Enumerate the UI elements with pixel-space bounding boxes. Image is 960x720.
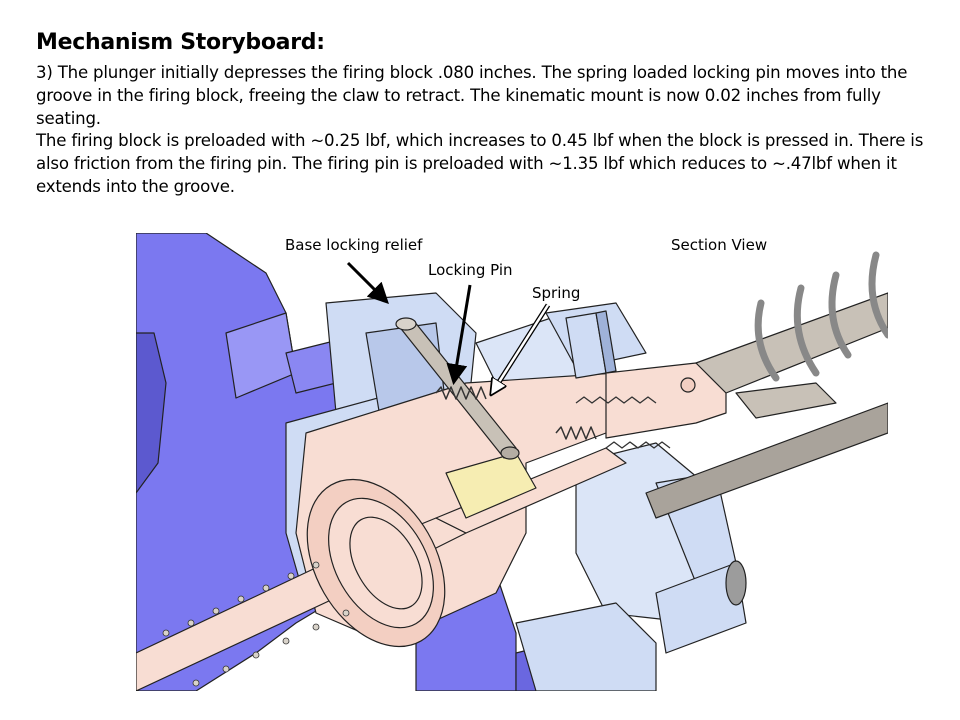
inner-cavity <box>306 478 446 648</box>
label-base-locking-relief: Base locking relief <box>285 236 423 254</box>
thread <box>575 396 657 404</box>
label-section-view: Section View <box>671 236 768 254</box>
small-spring <box>435 386 597 440</box>
label-spring: Spring <box>532 284 581 302</box>
spring-arrow <box>492 304 550 393</box>
description-text: 3) The plunger initially depresses the f… <box>36 62 936 199</box>
locking-pin-arrow <box>446 284 472 386</box>
gray-rod <box>645 292 888 519</box>
right-spring <box>754 251 888 382</box>
base-relief-arrow <box>346 261 389 304</box>
locking-pin <box>395 317 520 460</box>
label-locking-pin: Locking Pin <box>428 261 513 279</box>
top-bracket <box>565 310 617 379</box>
plunger <box>445 452 537 519</box>
paragraph-2: The firing block is preloaded with ~0.25… <box>36 131 924 196</box>
mechanism-section-illustration <box>136 233 888 691</box>
paragraph-1: 3) The plunger initially depresses the f… <box>36 63 908 128</box>
support-cylinder <box>655 560 747 654</box>
slide-title: Mechanism Storyboard: <box>36 30 325 55</box>
ball-row <box>162 561 350 687</box>
